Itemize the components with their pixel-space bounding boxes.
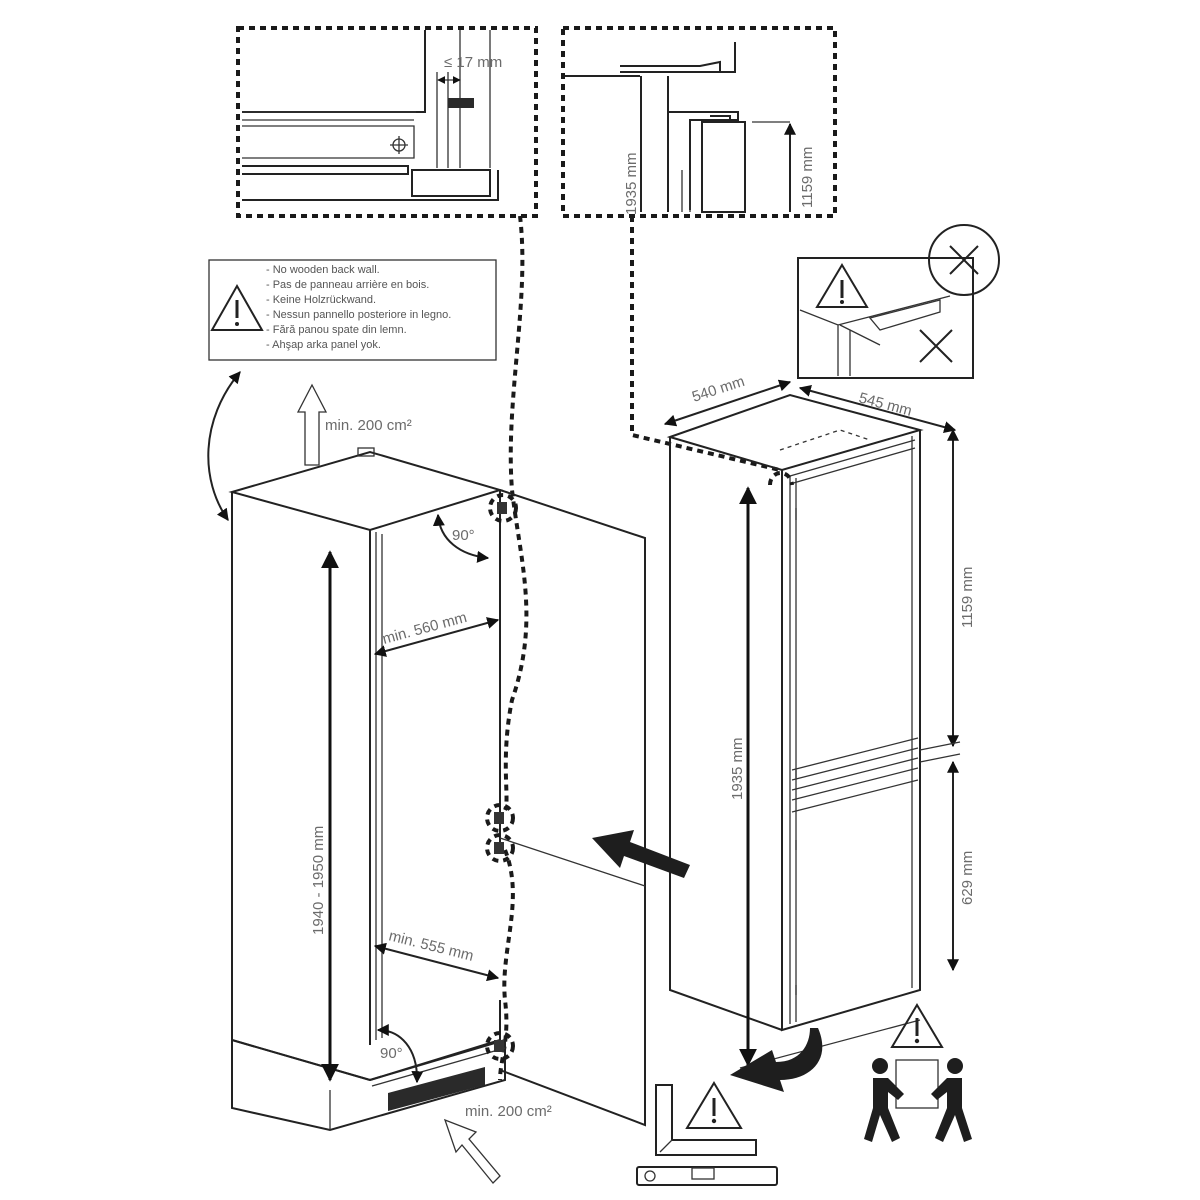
vent-top-label: min. 200 cm² (325, 417, 412, 434)
kitchen-cabinet: 1940 - 1950 mm min. 560 mm min. 555 mm 9… (228, 383, 552, 1184)
connector-line-left (503, 215, 529, 811)
hinge-marker (485, 493, 518, 1061)
prohibited-x-icon (928, 224, 1000, 296)
warning-line: - Fără panou spate din lemn. (266, 324, 407, 336)
appliance-height-upper-label: 1159 mm (959, 567, 976, 628)
warning-box-no-wooden-back-wall: - No wooden back wall. - Pas de panneau … (208, 259, 497, 361)
appliance-width-label: 540 mm (690, 373, 747, 406)
cabinet-width-top-label: min. 560 mm (381, 609, 469, 648)
gap-dimension-label: ≤ 17 mm (444, 54, 502, 71)
bracket-height-upper-label: 1159 mm (799, 147, 816, 208)
detail-top-bracket: 1935 mm 1159 mm (561, 26, 837, 218)
warning-line: - No wooden back wall. (266, 264, 380, 276)
bracket-height-total-label: 1935 mm (623, 152, 640, 215)
appliance-height-lower-label: 629 mm (959, 851, 976, 905)
furniture-door-panel (485, 489, 646, 1127)
warning-line: - Keine Holzrückwand. (266, 294, 376, 306)
appliance-height-total-label: 1935 mm (729, 737, 746, 800)
warning-triangle-icon (890, 1003, 944, 1048)
connector-line-left-lower (498, 849, 515, 1081)
cabinet-height-label: 1940 - 1950 mm (310, 826, 327, 935)
connector-line-right (630, 216, 781, 472)
fridge-freezer-appliance: 540 mm 545 mm 1935 mm 1159 mm 629 mm (663, 373, 976, 1069)
spirit-level-icon (636, 1166, 778, 1186)
warning-triangle-icon (685, 1081, 743, 1129)
two-person-lift-icon (864, 1003, 972, 1142)
warning-line: - Pas de panneau arrière en bois. (266, 279, 429, 291)
warning-line: - Ahşap arka panel yok. (266, 339, 381, 351)
cabinet-width-bottom-label: min. 555 mm (387, 927, 475, 964)
vent-bottom-label: min. 200 cm² (465, 1103, 552, 1120)
prohibited-x-icon (919, 329, 953, 363)
warning-line: - Nessun pannello posteriore in legno. (266, 309, 451, 321)
warning-triangle-icon (210, 283, 264, 331)
airflow-in-arrow-icon (443, 1118, 501, 1184)
cabinet-angle-bottom-label: 90° (380, 1045, 403, 1062)
airflow-up-arrow-icon (296, 383, 328, 466)
prohibited-bracket-detail (797, 224, 1000, 379)
push-arrow-icon (592, 830, 690, 878)
square-ruler-icon (655, 1084, 757, 1156)
warning-triangle-icon (815, 263, 869, 308)
vent-grille (388, 1067, 485, 1111)
detail-hinge-gap: ≤ 17 mm (236, 26, 538, 218)
warning-pointer-arrow (207, 371, 241, 521)
rotate-arrow-icon (730, 1028, 823, 1092)
cabinet-angle-top-label: 90° (452, 527, 475, 544)
